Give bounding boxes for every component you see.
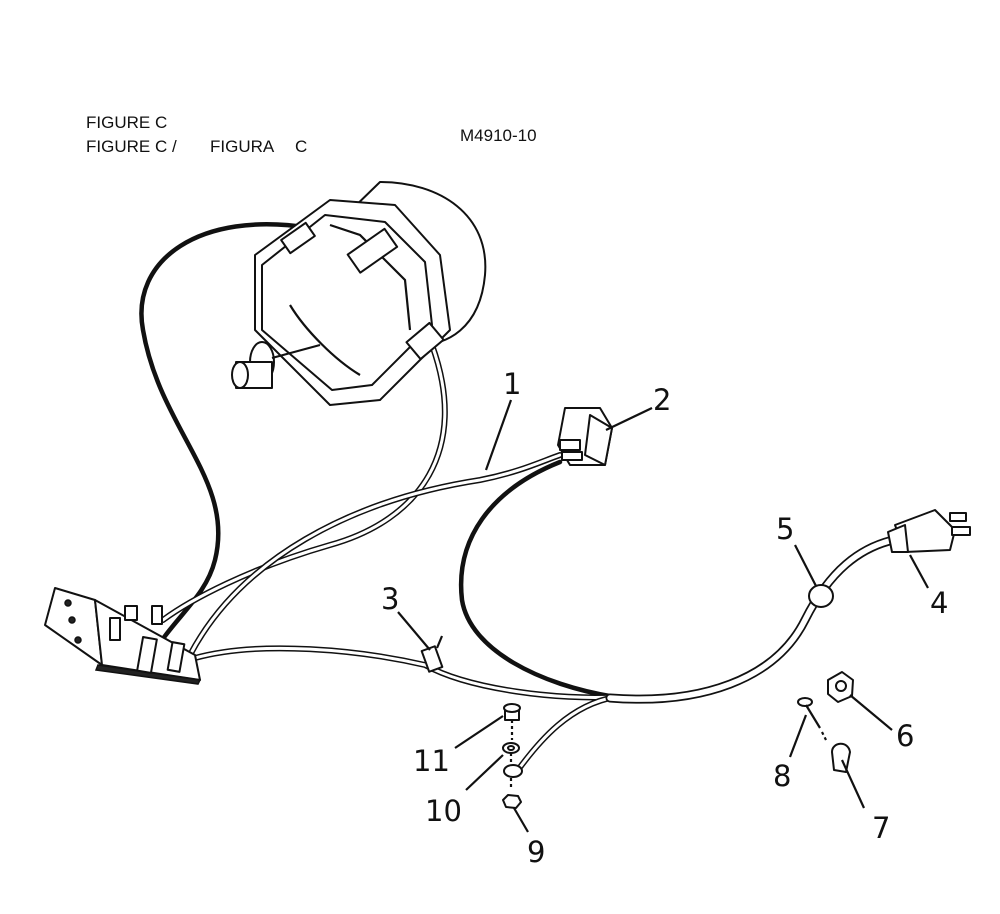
callout-3: 3 [381,582,399,616]
callout-1: 1 [503,367,521,401]
power-plug [887,509,971,553]
screw [797,697,827,741]
callout-11: 11 [413,744,450,778]
callout-7: 7 [872,811,890,845]
callout-10: 10 [425,794,462,828]
figure-title: FIGURE C [86,113,168,132]
callout-4: 4 [930,586,948,620]
leader-lines [397,399,929,833]
motor [231,181,487,406]
figure-title-es: FIGURA [210,137,275,156]
wire-connector [420,635,444,673]
callout-2: 2 [653,383,671,417]
ground-hardware [502,703,523,809]
figure-letter: C [295,137,308,156]
figure-title-fr: FIGURE C / [86,137,177,156]
callout-6: 6 [896,719,914,753]
wire-harness [139,222,898,773]
circuit-board [44,587,202,685]
hex-nut [827,671,854,703]
callout-5: 5 [776,512,794,546]
callout-9: 9 [527,835,545,869]
strain-relief-grommet [808,584,834,608]
cord-clip [831,742,851,773]
model-number: M4910-10 [460,126,537,145]
switch [557,407,613,466]
callout-8: 8 [773,759,791,793]
